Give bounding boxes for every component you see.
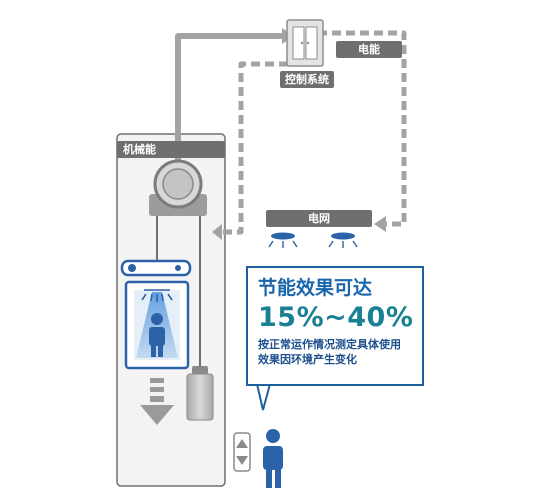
- panel-tail: [255, 383, 272, 411]
- control-system-label: 控制系统: [280, 71, 334, 88]
- passenger-icon: [149, 313, 165, 357]
- grid-lamp-icon: [328, 232, 358, 248]
- electric-energy-label: 电能: [336, 41, 402, 58]
- counterweight-icon: [186, 366, 214, 421]
- traction-machine-icon: [149, 159, 207, 216]
- car-frame: [120, 259, 192, 277]
- mechanical-energy-flow: [175, 33, 282, 166]
- panel-title: 节能效果可达: [258, 277, 373, 299]
- panel-note-line-1: 按正常运作情况测定具体使用: [258, 338, 401, 351]
- energy-saving-panel: 节能效果可达 15%~40% 按正常运作情况测定具体使用 效果因环境产生变化: [246, 266, 424, 386]
- electric-energy-flow: [318, 30, 407, 227]
- ceiling-light-icon: [141, 289, 173, 302]
- mechanical-energy-label: 机械能: [117, 141, 225, 158]
- grid-lamp-icon: [268, 232, 298, 248]
- saving-percentage: 15%~40%: [258, 302, 414, 333]
- power-grid-label: 电网: [266, 210, 372, 227]
- panel-note: 按正常运作情况测定具体使用 效果因环境产生变化: [258, 337, 412, 367]
- control-to-machine-flow: [222, 61, 288, 235]
- down-arrow-icon: [140, 378, 174, 425]
- person-waiting-icon: [263, 429, 283, 488]
- flow-arrowhead-to-machine: [212, 224, 222, 240]
- flow-arrowhead-to-grid: [374, 216, 386, 232]
- call-button-icon: [233, 432, 251, 472]
- control-cabinet-icon: [286, 19, 324, 67]
- panel-note-line-2: 效果因环境产生变化: [258, 353, 357, 366]
